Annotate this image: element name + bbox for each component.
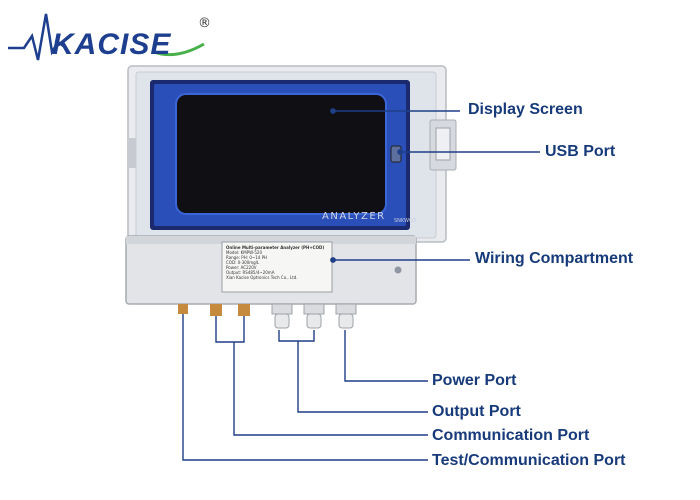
leader-power <box>344 330 428 382</box>
logo-wave-icon <box>8 13 205 61</box>
label-wiring-compartment: Wiring Compartment <box>475 250 634 267</box>
nameplate-maker: Xian Kacise Optronics Tech Co., Ltd. <box>226 275 298 280</box>
label-power-port: Power Port <box>432 372 517 389</box>
leader-output-bracket <box>278 330 315 342</box>
brand-name: KACISE <box>52 28 172 61</box>
nameplate-model: Model: KMPW-520 <box>226 250 262 255</box>
screen-code: SNKWQ3 <box>394 218 417 224</box>
leader-comm-bracket <box>215 316 245 343</box>
screen-label: ANALYZER <box>322 211 386 222</box>
display-screen <box>175 93 387 215</box>
leader-comm <box>233 342 428 436</box>
leader-output <box>297 341 428 413</box>
comm-port-connector-1 <box>210 304 222 316</box>
registered-mark: ® <box>198 16 211 31</box>
label-usb-port: USB Port <box>545 143 616 160</box>
brand-logo: KACISE ® <box>6 8 216 63</box>
output-gland-1 <box>271 303 293 329</box>
test-port-connector <box>178 304 188 314</box>
nameplate <box>221 241 333 293</box>
screw <box>394 266 402 274</box>
label-output-port: Output Port <box>432 403 521 420</box>
label-display-screen: Display Screen <box>468 101 583 118</box>
comm-port-connector-2 <box>238 304 250 316</box>
label-communication-port: Communication Port <box>432 427 590 444</box>
leader-test <box>182 314 428 461</box>
power-gland <box>335 303 357 329</box>
leader-lines <box>182 108 540 461</box>
nameplate-title: Online Multi-parameter Analyzer (PH+COD) <box>226 245 325 250</box>
nameplate-range: Range: PH: 0~14 PH <box>226 255 268 260</box>
nameplate-power: Power: AC220V <box>226 265 257 270</box>
nameplate-output: Output: RS485/4~20mA <box>226 270 275 275</box>
output-gland-2 <box>303 303 325 329</box>
left-clip <box>128 138 136 168</box>
nameplate-cod: COD: 0-300mg/L <box>226 260 260 265</box>
label-test-communication-port: Test/Communication Port <box>432 452 626 469</box>
nameplate-text: Online Multi-parameter Analyzer (PH+COD)… <box>226 245 326 289</box>
